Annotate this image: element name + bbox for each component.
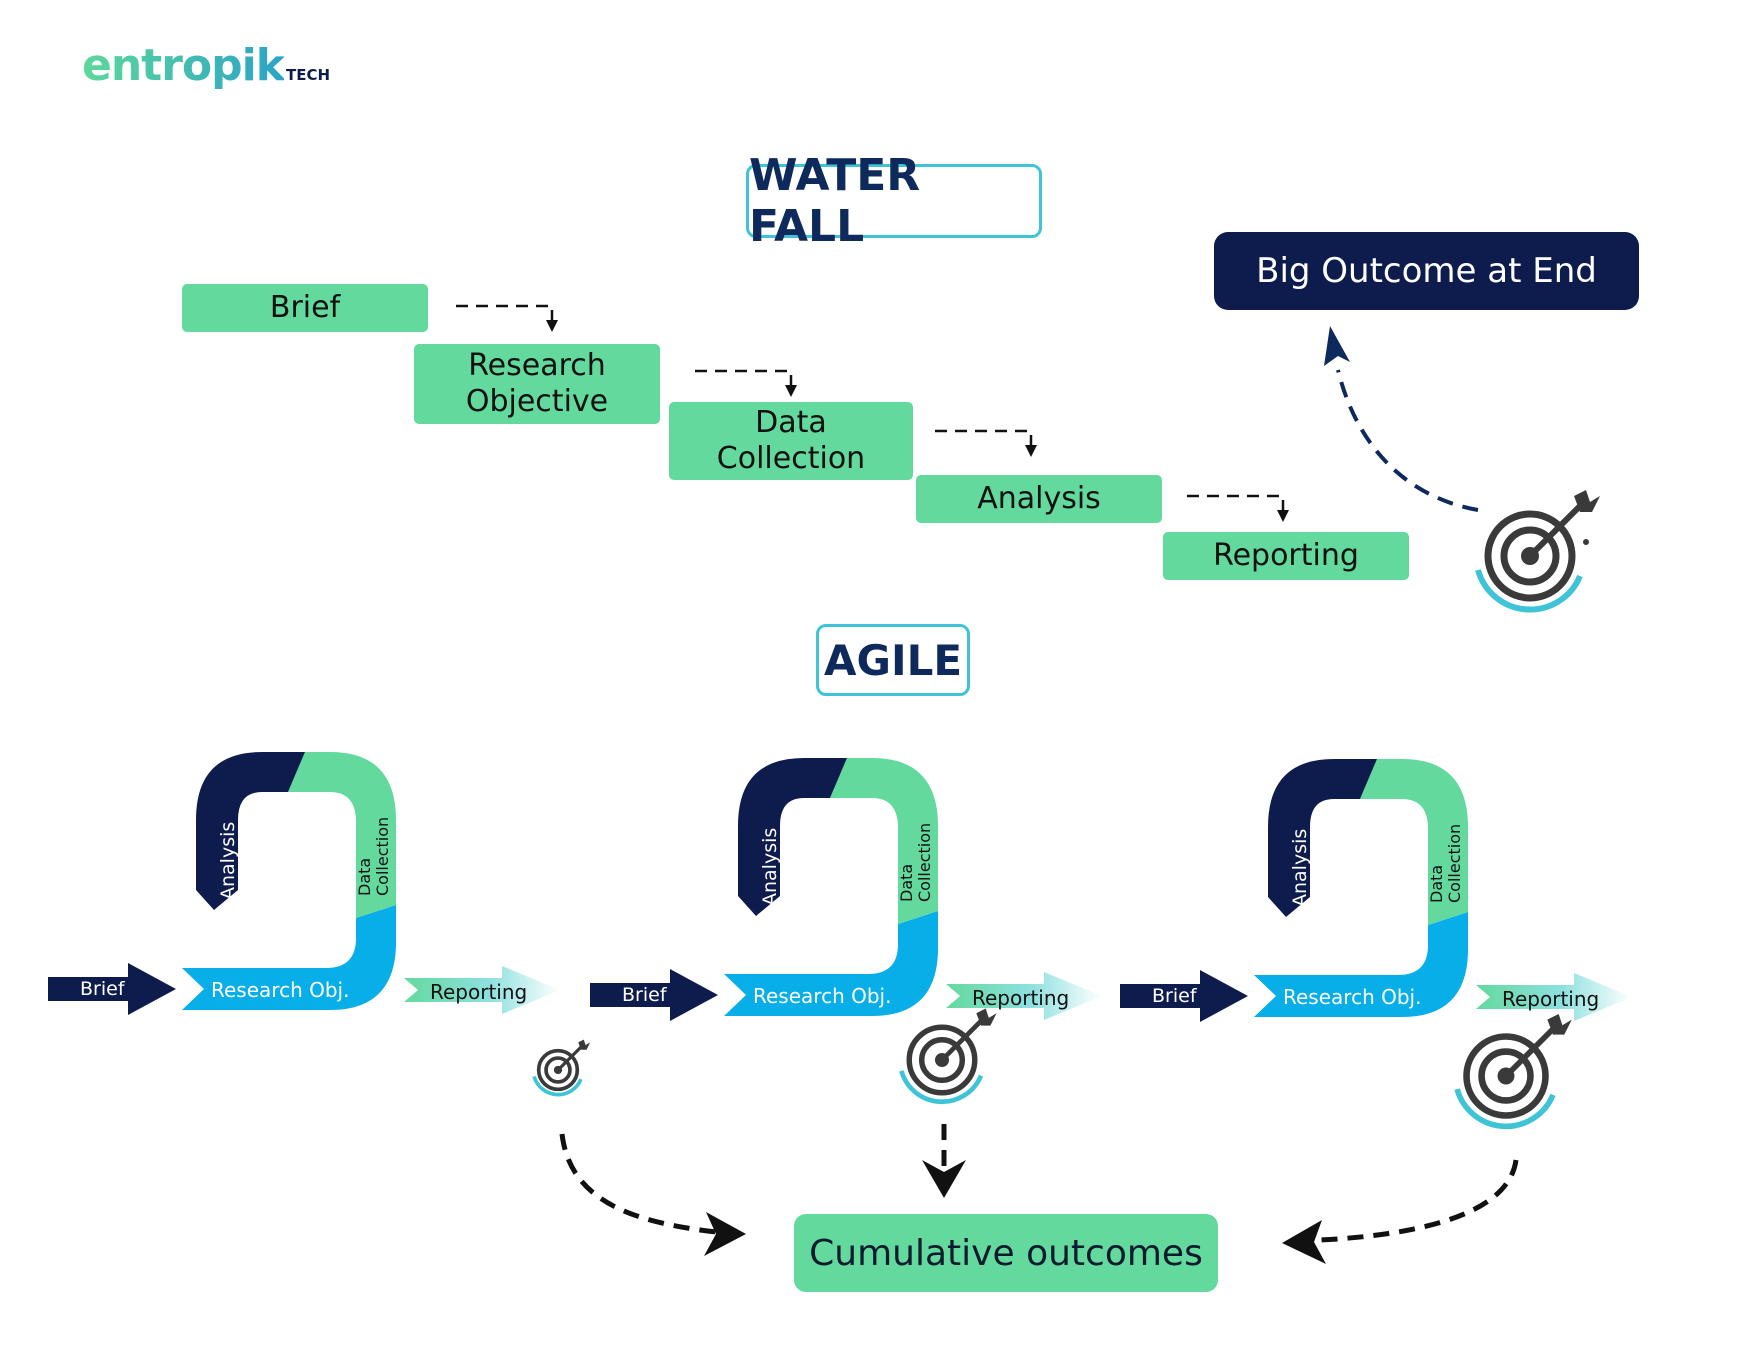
agile-reporting-label-1: Reporting: [430, 980, 528, 1004]
agile-data-line1-2: Data: [897, 863, 916, 902]
arrow-icon: [1025, 445, 1037, 457]
target-icon: [532, 1039, 591, 1097]
waterfall-step-research-objective: Research Objective: [414, 344, 660, 424]
reporting-arrow: [404, 966, 560, 1014]
agile-analysis-label-1: Analysis: [217, 821, 239, 900]
agile-research-label-2: Research Obj.: [753, 984, 892, 1008]
target-icon: [899, 1008, 997, 1105]
waterfall-step-brief: Brief: [182, 284, 428, 332]
agile-analysis-label-2: Analysis: [759, 827, 781, 906]
agile-research-label-1: Research Obj.: [211, 978, 350, 1002]
agile-data-label-3: Data Collection: [1427, 823, 1464, 903]
agile-data-line2-3: Collection: [1445, 823, 1464, 903]
agile-cycle-1: [48, 752, 560, 1015]
agile-data-line1-3: Data: [1427, 864, 1446, 903]
logo-main-text: entropik: [82, 40, 285, 91]
agile-data-line2-1: Collection: [373, 816, 392, 896]
agile-data-line1-1: Data: [355, 857, 374, 896]
waterfall-step-analysis: Analysis: [916, 475, 1162, 523]
research-band: [182, 905, 396, 1010]
connector-4-icon: [1187, 494, 1285, 512]
logo-sub-text: TECH: [285, 66, 331, 84]
dashed-arrow-icon: [1319, 1159, 1519, 1243]
agile-data-label-1: Data Collection: [355, 816, 392, 896]
brief-arrow: [48, 963, 176, 1015]
arrow-icon: [922, 1160, 966, 1198]
agile-arrowheads: [704, 1160, 1326, 1264]
waterfall-connectors: [456, 304, 1285, 512]
agile-cycle-2: [590, 758, 1102, 1021]
agile-dashed-arrows: [559, 1124, 1519, 1243]
target-icon: [1475, 490, 1600, 613]
target-icon: [1454, 1013, 1572, 1130]
arrow-icon: [546, 320, 558, 332]
arrow-icon: [704, 1212, 746, 1256]
arrow-icon: [1282, 1220, 1326, 1264]
agile-data-label-2: Data Collection: [897, 822, 934, 902]
cumulative-outcomes-box: Cumulative outcomes: [794, 1214, 1218, 1292]
waterfall-step-data-collection: Data Collection: [669, 402, 913, 480]
agile-brief-label-2: Brief: [622, 984, 667, 1006]
connector-3-icon: [935, 429, 1033, 447]
data-collection-band: [288, 752, 396, 918]
analysis-band: [196, 752, 305, 910]
waterfall-step-reporting: Reporting: [1163, 532, 1409, 580]
arrow-icon: [1324, 326, 1350, 366]
agile-title: AGILE: [816, 624, 970, 696]
agile-reporting-label-3: Reporting: [1502, 987, 1600, 1011]
big-outcome-box: Big Outcome at End: [1214, 232, 1639, 310]
arrow-icon: [785, 385, 797, 397]
connector-2-icon: [695, 369, 793, 387]
agile-reporting-label-2: Reporting: [972, 986, 1070, 1010]
agile-brief-label-1: Brief: [80, 978, 125, 1000]
waterfall-connector-heads: [546, 320, 1289, 522]
agile-analysis-label-3: Analysis: [1289, 828, 1311, 907]
dashed-arrow-icon: [1336, 369, 1479, 512]
logo: entropik TECH: [82, 40, 330, 91]
agile-data-line2-2: Collection: [915, 822, 934, 902]
agile-research-label-3: Research Obj.: [1283, 985, 1422, 1009]
dashed-arrow-icon: [559, 1133, 717, 1235]
arrow-icon: [1277, 510, 1289, 522]
agile-cycle-3: [1120, 759, 1632, 1022]
connector-1-icon: [456, 304, 554, 322]
agile-brief-label-3: Brief: [1152, 985, 1197, 1007]
